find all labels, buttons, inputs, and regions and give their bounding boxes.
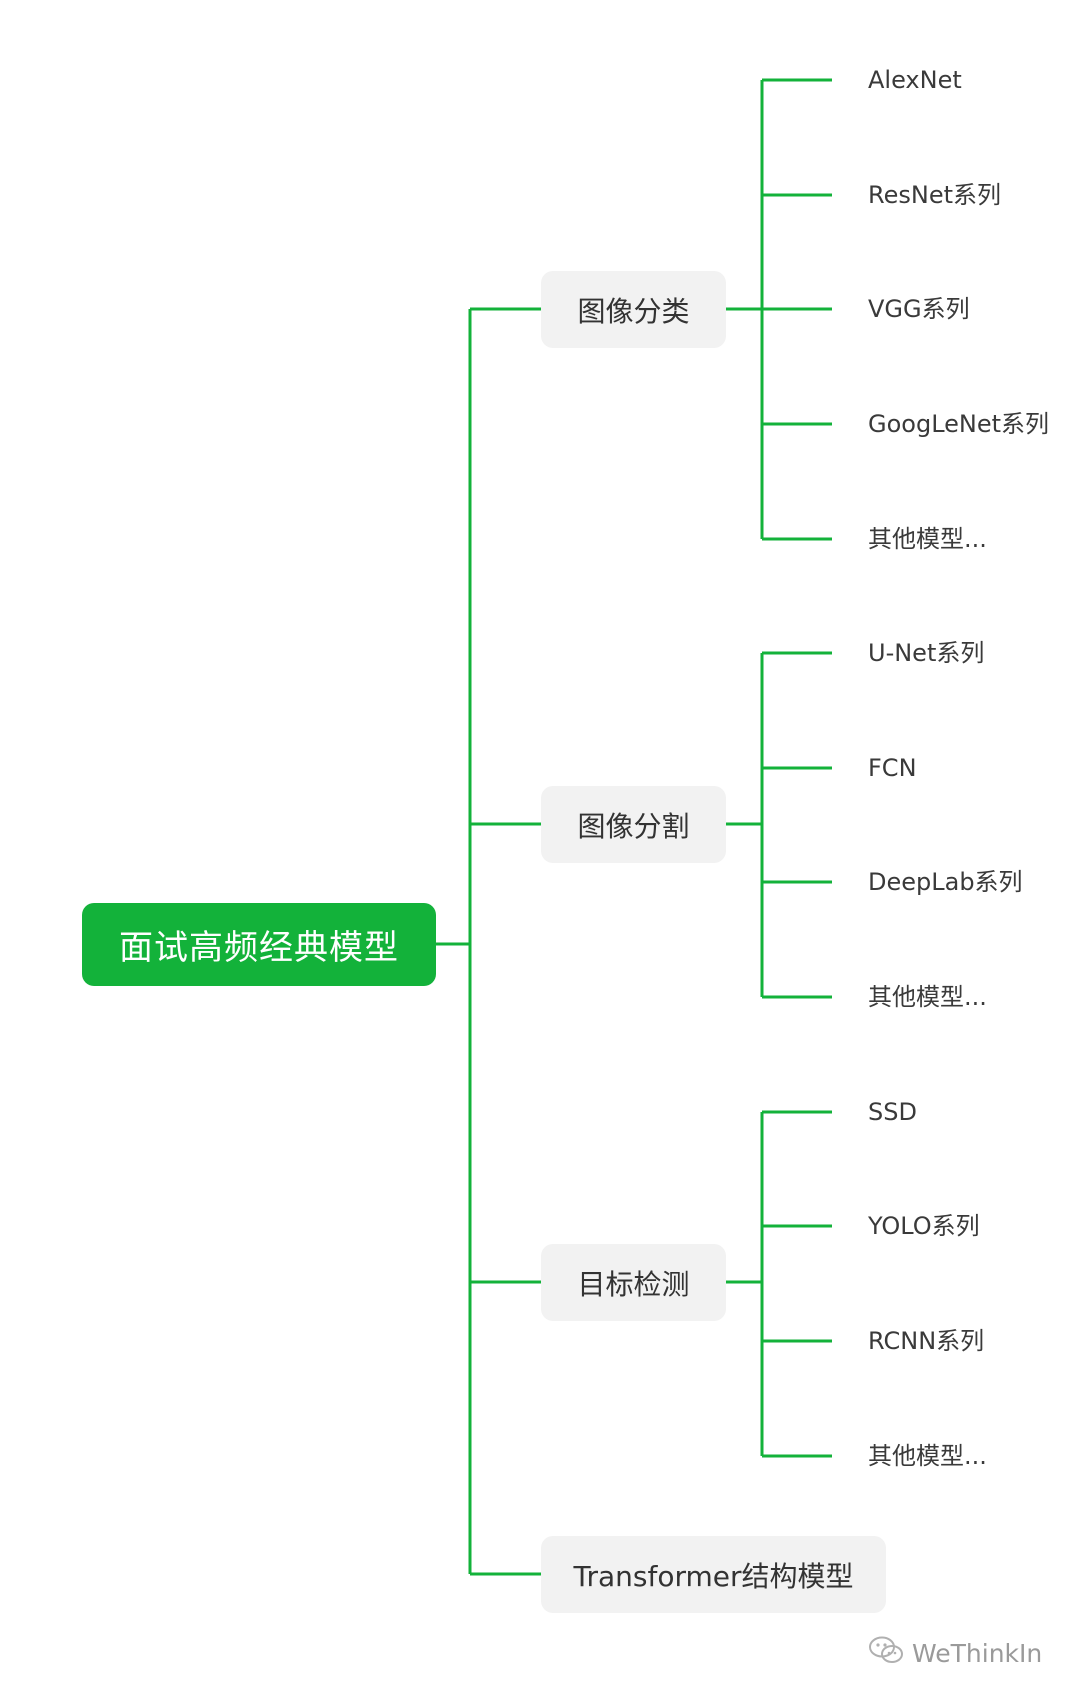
watermark: WeThinkIn [868, 1633, 1042, 1673]
leaf-node: GoogLeNet系列 [868, 410, 1050, 438]
leaf-node: ResNet系列 [868, 181, 1001, 209]
root-node: 面试高频经典模型 [82, 903, 436, 986]
leaf-node: DeepLab系列 [868, 868, 1023, 896]
leaf-node: FCN [868, 754, 917, 782]
branch-node-transformer: Transformer结构模型 [541, 1536, 886, 1613]
leaf-node: RCNN系列 [868, 1327, 985, 1355]
root-label: 面试高频经典模型 [119, 928, 399, 968]
branch-label: 图像分割 [577, 809, 690, 843]
branch-label: 图像分类 [577, 294, 690, 328]
leaf-node: U-Net系列 [868, 639, 985, 667]
leaf-node: YOLO系列 [868, 1212, 980, 1240]
branch-node-object-detection: 目标检测 [541, 1244, 726, 1321]
branch-node-image-segmentation: 图像分割 [541, 786, 726, 863]
leaf-node: AlexNet [868, 66, 962, 94]
leaf-node: VGG系列 [868, 295, 970, 323]
branch-label: Transformer结构模型 [573, 1559, 854, 1593]
leaf-node: SSD [868, 1098, 917, 1126]
branch-node-image-classification: 图像分类 [541, 271, 726, 348]
leaf-node: 其他模型... [868, 525, 987, 553]
leaf-node: 其他模型... [868, 1442, 987, 1470]
branch-label: 目标检测 [577, 1267, 690, 1301]
wechat-icon [868, 1635, 904, 1671]
watermark-label: WeThinkIn [912, 1638, 1043, 1668]
leaf-node: 其他模型... [868, 983, 987, 1011]
